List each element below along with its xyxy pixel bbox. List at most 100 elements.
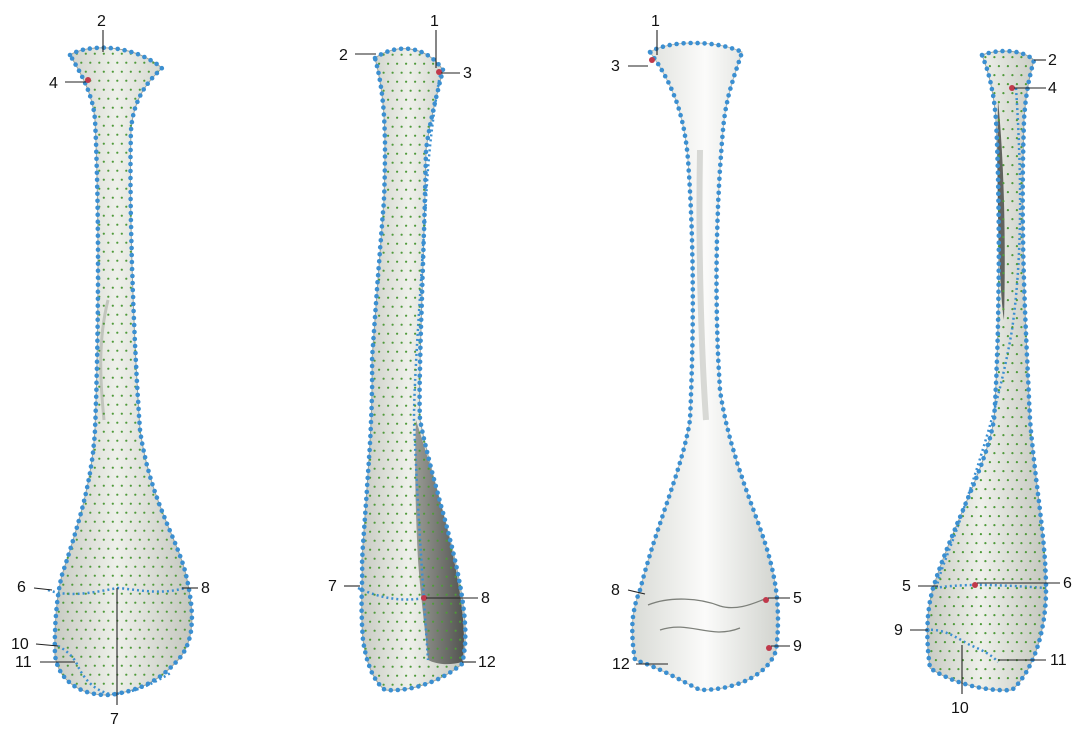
landmark-label: 9 — [894, 622, 903, 639]
surface-semilandmark — [383, 270, 385, 272]
surface-semilandmark — [121, 287, 123, 289]
surface-semilandmark — [130, 665, 132, 667]
contour-semilandmark — [714, 253, 719, 258]
surface-semilandmark — [939, 650, 941, 652]
contour-semilandmark — [129, 239, 134, 244]
surface-semilandmark — [401, 234, 403, 236]
surface-semilandmark — [387, 207, 389, 209]
surface-semilandmark — [1007, 677, 1009, 679]
surface-semilandmark — [103, 287, 105, 289]
contour-semilandmark — [422, 213, 427, 218]
contour-semilandmark — [362, 525, 367, 530]
contour-semilandmark — [664, 671, 669, 676]
surface-semilandmark — [116, 170, 118, 172]
surface-semilandmark — [1025, 551, 1027, 553]
contour-semilandmark — [454, 565, 459, 570]
surface-semilandmark — [1020, 470, 1022, 472]
contour-semilandmark — [130, 274, 135, 279]
contour-semilandmark — [173, 660, 178, 665]
surface-semilandmark — [396, 387, 398, 389]
surface-semilandmark — [1007, 227, 1009, 229]
surface-semilandmark — [116, 386, 118, 388]
contour-semilandmark — [423, 164, 428, 169]
surface-semilandmark — [944, 659, 946, 661]
surface-semilandmark — [387, 369, 389, 371]
contour-semilandmark — [993, 394, 998, 399]
contour-semilandmark — [1028, 73, 1033, 78]
contour-semilandmark — [1033, 471, 1038, 476]
surface-semilandmark — [107, 170, 109, 172]
surface-semilandmark — [387, 405, 389, 407]
contour-semilandmark — [992, 408, 997, 413]
surface-semilandmark — [392, 540, 394, 542]
surface-semilandmark — [148, 503, 150, 505]
surface-semilandmark — [1025, 425, 1027, 427]
surface-semilandmark — [116, 260, 118, 262]
surface-semilandmark — [423, 225, 425, 227]
surface-semilandmark — [179, 620, 181, 622]
surface-semilandmark — [437, 504, 439, 506]
contour-semilandmark — [189, 602, 194, 607]
surface-semilandmark — [139, 521, 141, 523]
surface-semilandmark — [396, 531, 398, 533]
surface-semilandmark — [103, 215, 105, 217]
surface-semilandmark — [437, 630, 439, 632]
surface-semilandmark — [1020, 398, 1022, 400]
contour-semilandmark — [442, 674, 447, 679]
surface-semilandmark — [98, 620, 100, 622]
surface-semilandmark — [1011, 524, 1013, 526]
surface-semilandmark — [1007, 119, 1009, 121]
surface-semilandmark — [98, 494, 100, 496]
surface-semilandmark — [392, 126, 394, 128]
contour-semilandmark — [690, 322, 695, 327]
surface-semilandmark — [419, 414, 421, 416]
contour-semilandmark — [935, 573, 940, 578]
surface-semilandmark — [944, 569, 946, 571]
contour-semilandmark — [73, 532, 78, 537]
contour-semilandmark — [376, 273, 381, 278]
contour-semilandmark — [1024, 670, 1029, 675]
surface-semilandmark — [98, 404, 100, 406]
contour-semilandmark — [152, 678, 157, 683]
surface-semilandmark — [374, 414, 376, 416]
surface-semilandmark — [125, 278, 127, 280]
surface-semilandmark — [130, 611, 132, 613]
contour-semilandmark — [189, 623, 194, 628]
surface-semilandmark — [396, 207, 398, 209]
contour-semilandmark — [456, 572, 461, 577]
contour-semilandmark — [379, 84, 384, 89]
contour-semilandmark — [1023, 317, 1028, 322]
surface-semilandmark — [1016, 227, 1018, 229]
surface-semilandmark — [116, 98, 118, 100]
landmark-label: 6 — [17, 579, 26, 596]
surface-semilandmark — [1025, 515, 1027, 517]
surface-semilandmark — [387, 603, 389, 605]
surface-semilandmark — [121, 413, 123, 415]
surface-semilandmark — [378, 675, 380, 677]
surface-semilandmark — [392, 666, 394, 668]
surface-semilandmark — [125, 386, 127, 388]
contour-semilandmark — [1020, 191, 1025, 196]
contour-semilandmark — [1028, 415, 1033, 420]
surface-semilandmark — [125, 566, 127, 568]
surface-semilandmark — [953, 569, 955, 571]
contour-semilandmark — [995, 163, 1000, 168]
surface-semilandmark — [125, 368, 127, 370]
contour-semilandmark — [995, 135, 1000, 140]
contour-semilandmark — [130, 260, 135, 265]
surface-semilandmark — [103, 413, 105, 415]
surface-semilandmark — [1011, 110, 1013, 112]
surface-semilandmark — [71, 584, 73, 586]
contour-semilandmark — [1023, 100, 1028, 105]
surface-semilandmark — [401, 378, 403, 380]
contour-semilandmark — [374, 301, 379, 306]
surface-semilandmark — [85, 629, 87, 631]
contour-semilandmark — [1042, 610, 1047, 615]
surface-semilandmark — [392, 486, 394, 488]
surface-semilandmark — [423, 63, 425, 65]
contour-semilandmark — [92, 692, 97, 697]
surface-semilandmark — [401, 180, 403, 182]
contour-semilandmark — [687, 175, 692, 180]
contour-semilandmark — [95, 352, 100, 357]
contour-semilandmark — [1021, 226, 1026, 231]
